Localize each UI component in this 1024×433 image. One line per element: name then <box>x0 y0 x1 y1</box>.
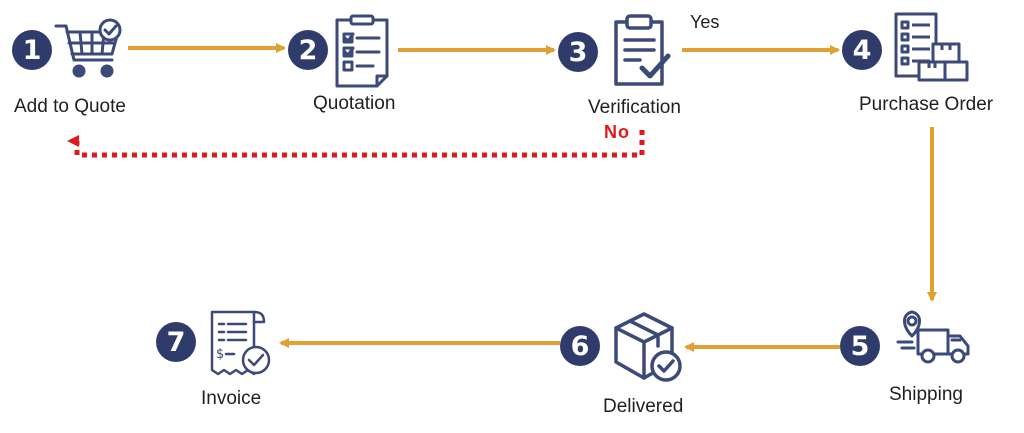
step-2-label: Quotation <box>313 93 396 114</box>
yes-branch-label: Yes <box>690 12 720 32</box>
clipboard-check-icon <box>614 14 671 86</box>
step-6-label: Delivered <box>603 396 684 417</box>
step-7-badge: 7 <box>156 322 196 362</box>
reject-loop-arrow <box>67 130 645 158</box>
step-4-badge: 4 <box>842 30 882 70</box>
step-1-label: Add to Quote <box>14 96 126 117</box>
step-3-badge: 3 <box>558 32 598 72</box>
step-5-label: Shipping <box>889 384 963 405</box>
receipt-check-icon: $ <box>210 310 271 376</box>
step-2-badge: 2 <box>288 30 328 70</box>
shopping-cart-check-icon <box>54 18 122 78</box>
package-check-icon <box>614 312 682 382</box>
step-3-label: Verification <box>588 97 681 118</box>
step-6-badge: 6 <box>560 326 600 366</box>
no-branch-label: No <box>604 122 630 142</box>
step-4-label: Purchase Order <box>859 94 994 115</box>
step-1-badge: 1 <box>12 30 52 70</box>
checklist-document-icon <box>335 14 389 88</box>
step-5-badge: 5 <box>840 326 880 366</box>
delivery-truck-icon <box>896 310 970 364</box>
step-7-label: Invoice <box>201 388 262 409</box>
order-list-boxes-icon <box>894 12 969 82</box>
svg-text:$: $ <box>216 347 224 362</box>
